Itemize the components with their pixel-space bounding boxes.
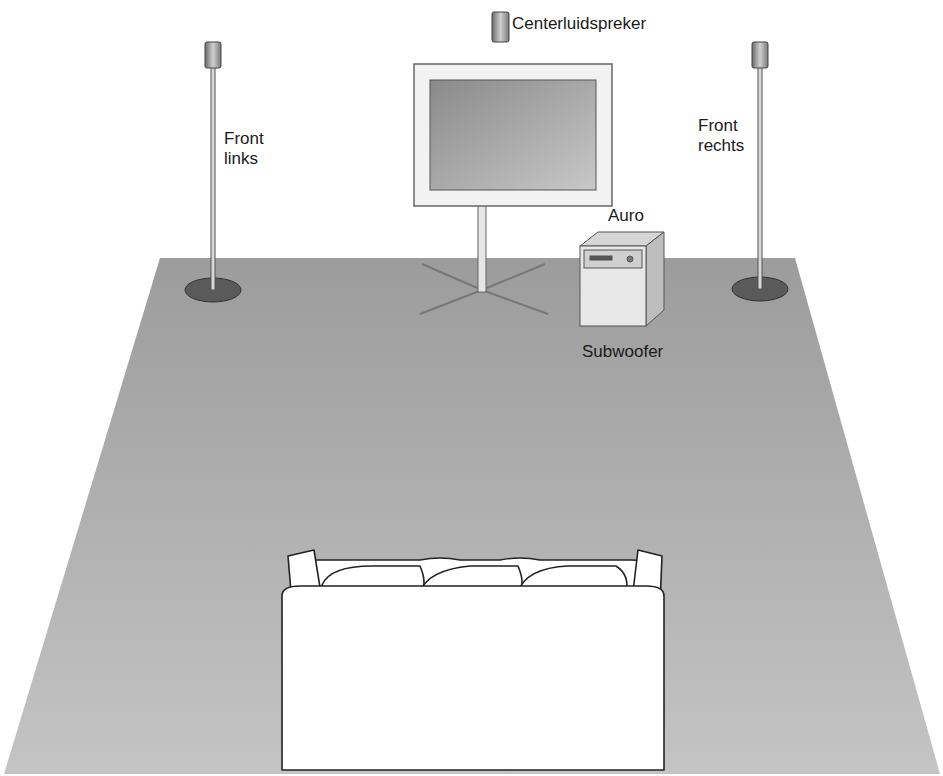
television [414,64,612,206]
front-left-speaker [185,42,241,302]
speaker-label: Front rechts [698,116,750,155]
tv-stand [420,200,548,314]
device-label: Subwoofer [582,342,663,362]
subwoofer-box [580,232,664,326]
speaker-label: Centerluidspreker [512,14,646,34]
speaker-label: Front links [224,129,280,168]
sofa [282,550,664,770]
device-label: Auro [608,206,644,226]
front-right-speaker [732,42,788,301]
center-speaker [492,12,509,42]
floor [4,258,940,774]
